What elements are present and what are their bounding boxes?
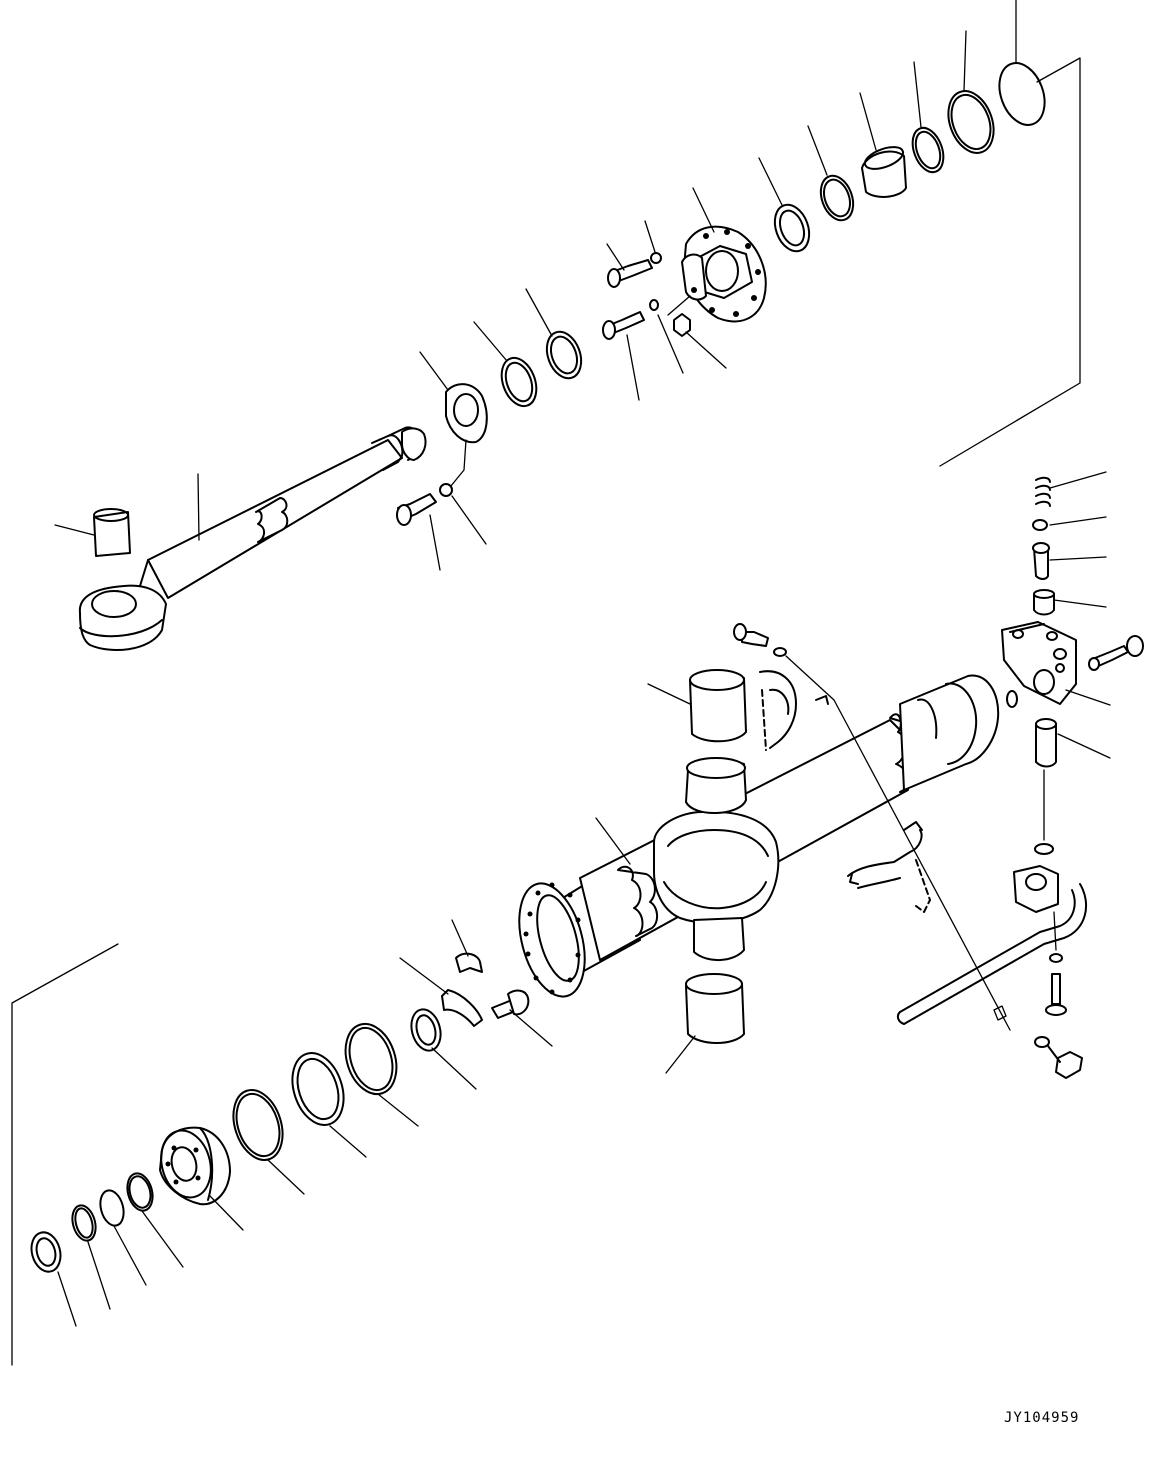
head-plate [420, 352, 487, 492]
cylinder-head [682, 188, 766, 321]
drawing-code: JY104959 [1004, 1410, 1080, 1426]
pipe-bolt-top [734, 624, 1010, 1030]
valve-block [1002, 622, 1143, 707]
piston [154, 1125, 243, 1230]
retainer-plate [407, 1006, 476, 1089]
bolts-head [603, 221, 726, 400]
tube-flange [508, 876, 596, 1004]
valve-spring-parts [1033, 472, 1106, 615]
small-seals [27, 1171, 183, 1326]
seal-rings-upper [474, 289, 587, 411]
trunnion-bushings [648, 670, 746, 1073]
valve-bushing [1035, 719, 1110, 854]
pipe-assembly [760, 671, 1086, 1078]
head-seal-rings [759, 0, 1053, 256]
bolt-split [492, 991, 552, 1046]
frame-lines [12, 58, 1080, 1365]
split-rings [400, 920, 482, 1026]
bolt-head-plate [397, 484, 486, 570]
piston-rod [55, 427, 426, 650]
piston-rings [225, 1017, 418, 1194]
cylinder-tube [540, 675, 998, 974]
